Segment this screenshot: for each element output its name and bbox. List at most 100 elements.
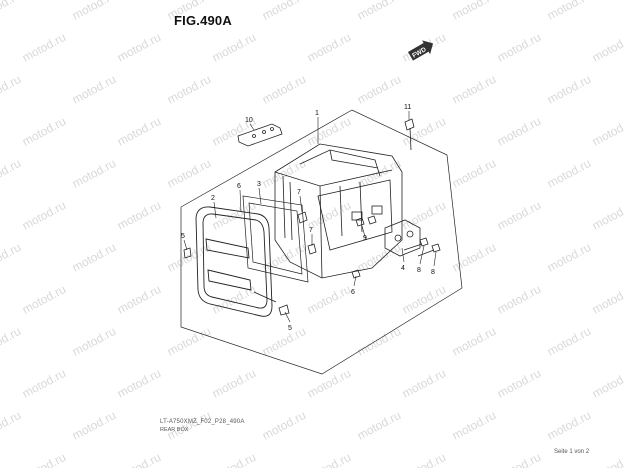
watermark-text: motod.ru — [115, 114, 163, 149]
callout-9: 9 — [363, 235, 367, 242]
watermark-text: motod.ru — [115, 198, 163, 233]
callout-8b: 8 — [431, 269, 435, 276]
callout-7b: 7 — [309, 227, 313, 234]
watermark-text: motod.ru — [450, 72, 498, 107]
watermark-text: motod.ru — [400, 450, 448, 468]
watermark-text: motod.ru — [20, 366, 68, 401]
watermark-text: motod.ru — [260, 156, 308, 191]
watermark-text: motod.ru — [450, 0, 498, 23]
watermark-text: motod.ru — [20, 282, 68, 317]
watermark-text: motod.ru — [70, 324, 118, 359]
callout-7a: 7 — [297, 189, 301, 196]
watermark-text: motod.ru — [20, 198, 68, 233]
callout-6b: 6 — [351, 289, 355, 296]
watermark-text: motod.ru — [400, 198, 448, 233]
watermark-text: motod.ru — [20, 30, 68, 65]
watermark-text: motod.ru — [545, 0, 593, 23]
assembly-outline — [180, 109, 463, 375]
watermark-text: motod.ru — [165, 156, 213, 191]
callout-5b: 5 — [288, 325, 292, 332]
gasket — [242, 195, 309, 283]
watermark-text: motod.ru — [305, 30, 353, 65]
callout-6a: 6 — [237, 183, 241, 190]
figure-title: FIG.490A — [174, 13, 232, 28]
watermark-text: motod.ru — [70, 0, 118, 23]
watermark-text: motod.ru — [70, 156, 118, 191]
watermark-text: motod.ru — [165, 240, 213, 275]
watermark-text: motod.ru — [545, 324, 593, 359]
watermark-text: motod.ru — [590, 198, 625, 233]
watermark-text: motod.ru — [210, 30, 258, 65]
watermark-text: motod.ru — [590, 366, 625, 401]
watermark-text: motod.ru — [305, 450, 353, 468]
watermark-text: motod.ru — [590, 114, 625, 149]
callout-1: 1 — [315, 110, 319, 117]
lid-panel — [195, 206, 273, 317]
watermark-text: motod.ru — [545, 156, 593, 191]
watermark-text: motod.ru — [450, 324, 498, 359]
watermark-text: motod.ru — [450, 408, 498, 443]
watermark-text: motod.ru — [400, 114, 448, 149]
watermark-text: motod.ru — [115, 366, 163, 401]
watermark-text: motod.ru — [260, 324, 308, 359]
leader-lines — [183, 111, 437, 323]
watermark-text: motod.ru — [20, 114, 68, 149]
reflector-strip — [237, 123, 283, 147]
watermark-text: motod.ru — [165, 408, 213, 443]
watermark-text: motod.ru — [0, 408, 23, 443]
callout-4: 4 — [401, 265, 405, 272]
watermark-text: motod.ru — [20, 450, 68, 468]
watermark-text: motod.ru — [70, 72, 118, 107]
watermark-text: motod.ru — [495, 366, 543, 401]
watermark-text: motod.ru — [115, 450, 163, 468]
watermark-text: motod.ru — [590, 30, 625, 65]
callout-2: 2 — [211, 195, 215, 202]
watermark-text: motod.ru — [260, 72, 308, 107]
watermark-text: motod.ru — [355, 0, 403, 23]
watermark-text: motod.ru — [165, 324, 213, 359]
rear-box-body — [274, 143, 403, 279]
watermark-text: motod.ru — [590, 450, 625, 468]
watermark-text: motod.ru — [70, 408, 118, 443]
fasteners — [183, 118, 441, 316]
page-indicator: Seite 1 von 2 — [554, 449, 590, 455]
watermark-text: motod.ru — [355, 324, 403, 359]
watermark-text: motod.ru — [355, 408, 403, 443]
watermark-text: motod.ru — [165, 72, 213, 107]
watermark-text: motod.ru — [210, 450, 258, 468]
watermark-text: motod.ru — [355, 72, 403, 107]
callout-3: 3 — [257, 181, 261, 188]
callout-10: 10 — [245, 117, 253, 124]
watermark-text: motod.ru — [115, 30, 163, 65]
watermark-text: motod.ru — [0, 0, 23, 23]
watermark-text: motod.ru — [0, 156, 23, 191]
watermark-text: motod.ru — [305, 282, 353, 317]
watermark-text: motod.ru — [260, 408, 308, 443]
watermark-text: motod.ru — [495, 282, 543, 317]
callout-8a: 8 — [417, 267, 421, 274]
callout-labels: 1 2 3 4 5 5 6 6 7 7 8 8 9 10 11 — [181, 104, 435, 332]
watermark-text: motod.ru — [210, 366, 258, 401]
figure-code: LT-A750XMZ_F02_P28_490A — [160, 419, 245, 425]
watermark-text: motod.ru — [305, 366, 353, 401]
callout-11: 11 — [404, 104, 411, 111]
watermark-text: motod.ru — [545, 240, 593, 275]
watermark-text: motod.ru — [495, 114, 543, 149]
watermark-text: motod.ru — [0, 324, 23, 359]
watermark-text: motod.ru — [495, 450, 543, 468]
callout-5a: 5 — [181, 233, 185, 240]
mounting-bracket — [384, 219, 421, 257]
watermark-text: motod.ru — [0, 72, 23, 107]
watermark-text: motod.ru — [495, 30, 543, 65]
watermark-text: motod.ru — [450, 156, 498, 191]
watermark-text: motod.ru — [0, 240, 23, 275]
watermark-text: motod.ru — [260, 0, 308, 23]
watermark-text: motod.ru — [495, 198, 543, 233]
watermark-text: motod.ru — [70, 240, 118, 275]
watermark-text: motod.ru — [305, 114, 353, 149]
watermark-text: motod.ru — [115, 282, 163, 317]
figure-name: REAR BOX — [160, 427, 189, 433]
